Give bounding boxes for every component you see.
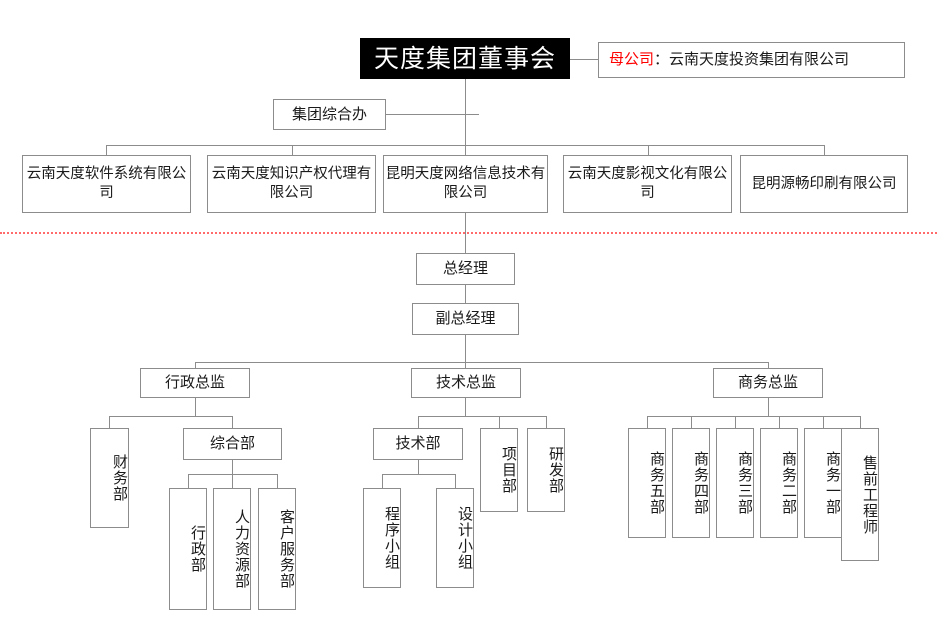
connector-subsidiary-stem-2 bbox=[292, 145, 293, 155]
connector-tech-child-stem-2 bbox=[455, 474, 456, 488]
connector-tech-child-stem-1 bbox=[382, 474, 383, 488]
connector-tech-stem-project bbox=[499, 416, 500, 428]
board-box[interactable]: 天度集团董事会 bbox=[360, 38, 570, 79]
subsidiary-box-2[interactable]: 云南天度知识产权代理有限公司 bbox=[207, 155, 376, 213]
connector-admin-stem bbox=[195, 398, 196, 416]
connector-business-stem-6 bbox=[860, 416, 861, 428]
business-unit-1-box[interactable]: 商务一部 bbox=[804, 428, 842, 538]
deputy-general-manager-box[interactable]: 副总经理 bbox=[412, 303, 519, 335]
connector-dgm-stem bbox=[465, 335, 466, 362]
connector-general-child-stem-1 bbox=[188, 474, 189, 488]
connector-business-stem-3 bbox=[735, 416, 736, 428]
admin-dept-box[interactable]: 行政部 bbox=[169, 488, 207, 610]
parent-company-note: 母公司：云南天度投资集团有限公司 bbox=[598, 42, 905, 78]
connector-general-child-stem-3 bbox=[277, 474, 278, 488]
connector-business-stem-1 bbox=[647, 416, 648, 428]
connector-board-stem bbox=[465, 79, 466, 99]
connector-subsidiary-stem-1 bbox=[106, 145, 107, 155]
subsidiary-box-4[interactable]: 云南天度影视文化有限公司 bbox=[563, 155, 732, 213]
connector-tech-stem bbox=[465, 398, 466, 416]
design-group-box[interactable]: 设计小组 bbox=[436, 488, 474, 588]
parent-company-tag: 母公司 bbox=[609, 50, 655, 69]
finance-dept-box[interactable]: 财务部 bbox=[90, 428, 129, 528]
connector-gm-to-dgm bbox=[465, 285, 466, 303]
connector-general-child-stem-2 bbox=[232, 474, 233, 488]
general-dept-box[interactable]: 综合部 bbox=[183, 428, 282, 460]
connector-general-dept-stem bbox=[232, 460, 233, 474]
connector-tech-stem-dept bbox=[418, 416, 419, 428]
subsidiary-box-5[interactable]: 昆明源畅印刷有限公司 bbox=[740, 155, 908, 213]
connector-admin-stem-finance bbox=[109, 416, 110, 428]
business-unit-3-box[interactable]: 商务三部 bbox=[716, 428, 754, 538]
parent-company-name: 云南天度投资集团有限公司 bbox=[669, 50, 850, 69]
connector-business-stem-4 bbox=[779, 416, 780, 428]
group-office-box[interactable]: 集团综合办 bbox=[273, 99, 386, 130]
tech-dept-box[interactable]: 技术部 bbox=[373, 428, 463, 460]
parent-company-separator: ： bbox=[654, 50, 670, 69]
connector-business-stem-2 bbox=[691, 416, 692, 428]
subsidiary-box-3[interactable]: 昆明天度网络信息技术有限公司 bbox=[383, 155, 548, 213]
customer-service-dept-box[interactable]: 客户服务部 bbox=[258, 488, 296, 610]
business-unit-4-box[interactable]: 商务四部 bbox=[672, 428, 710, 538]
connector-tech-dept-bus bbox=[382, 474, 455, 475]
program-group-box[interactable]: 程序小组 bbox=[363, 488, 401, 588]
connector-director-stem-2 bbox=[465, 362, 466, 368]
business-unit-2-box[interactable]: 商务二部 bbox=[760, 428, 798, 538]
connector-business-bus bbox=[647, 416, 860, 417]
subsidiary-box-1[interactable]: 云南天度软件系统有限公司 bbox=[22, 155, 191, 213]
connector-subsidiary-stem-3 bbox=[465, 145, 466, 155]
director-box-tech[interactable]: 技术总监 bbox=[411, 368, 521, 398]
connector-business-stem-5 bbox=[823, 416, 824, 428]
connector-group-office-to-subsidiary-label bbox=[386, 114, 479, 115]
rnd-dept-box[interactable]: 研发部 bbox=[527, 428, 565, 512]
connector-director-stem-1 bbox=[195, 362, 196, 368]
connector-spine-to-subsidiaries bbox=[465, 99, 466, 145]
connector-subsidiary-stem-5 bbox=[824, 145, 825, 155]
connector-directors-bus bbox=[195, 362, 768, 363]
connector-admin-bus bbox=[109, 416, 233, 417]
connector-board-to-parent-note bbox=[570, 59, 598, 60]
connector-subsidiary-stem-4 bbox=[648, 145, 649, 155]
director-box-business[interactable]: 商务总监 bbox=[713, 368, 823, 398]
project-dept-box[interactable]: 项目部 bbox=[480, 428, 518, 512]
section-divider bbox=[0, 232, 937, 234]
presales-engineer-box[interactable]: 售前工程师 bbox=[841, 428, 879, 561]
connector-tech-bus bbox=[418, 416, 546, 417]
connector-director-stem-3 bbox=[768, 362, 769, 368]
general-manager-box[interactable]: 总经理 bbox=[416, 253, 515, 285]
connector-tech-dept-stem bbox=[418, 460, 419, 474]
connector-business-stem bbox=[768, 398, 769, 416]
business-unit-5-box[interactable]: 商务五部 bbox=[628, 428, 666, 538]
connector-admin-stem-general bbox=[232, 416, 233, 428]
connector-tech-stem-rnd bbox=[546, 416, 547, 428]
hr-dept-box[interactable]: 人力资源部 bbox=[213, 488, 251, 610]
director-box-admin[interactable]: 行政总监 bbox=[140, 368, 250, 398]
